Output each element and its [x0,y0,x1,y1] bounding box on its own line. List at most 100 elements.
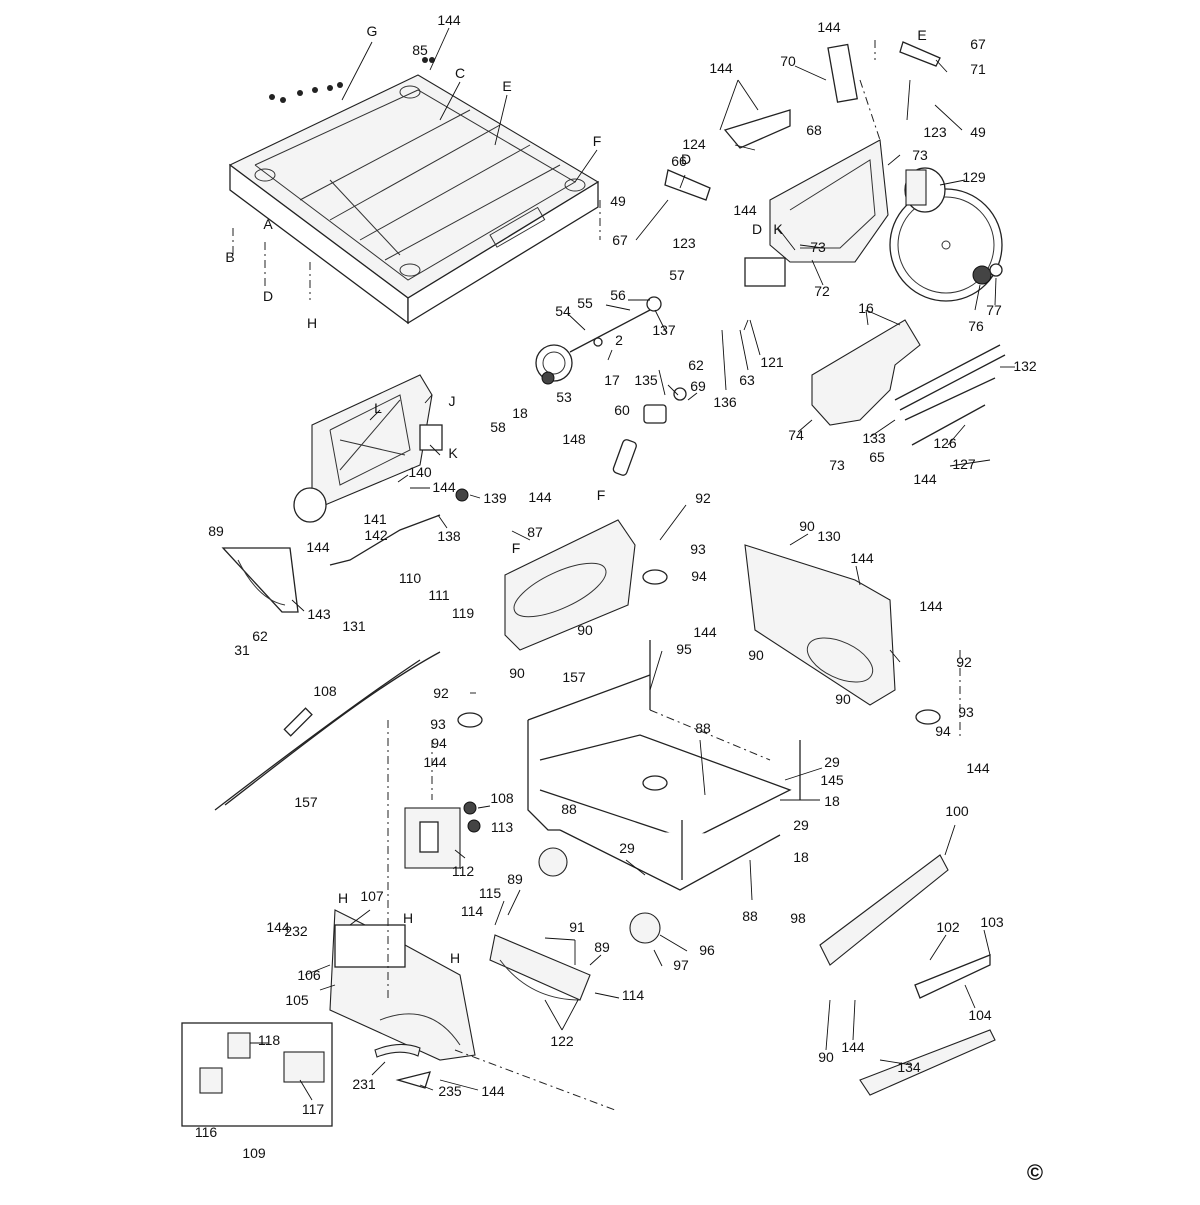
part-number-label: 144 [693,624,717,640]
part-number-label: 92 [433,685,449,701]
letter-label: B [225,249,234,265]
part-number-label: 65 [869,449,885,465]
letter-label: J [449,393,456,409]
part-number-label: 89 [507,871,523,887]
part-number-label: 94 [935,723,951,739]
letter-label: K [773,221,783,237]
part-number-label: 123 [923,124,947,140]
part-number-label: 90 [799,518,815,534]
part-number-label: 114 [461,903,484,919]
front-panel-part [504,519,636,651]
part-number-label: 77 [986,302,1002,318]
part-number-label: 144 [733,202,757,218]
part-number-label: 124 [682,136,706,152]
part-number-label: 110 [399,570,422,586]
part-number-label: 88 [742,908,758,924]
letter-label: L [374,400,382,416]
part-number-label: 138 [437,528,461,544]
part-number-label: 90 [835,691,851,707]
part-number-label: 127 [952,456,976,472]
letter-label: H [450,950,460,966]
part-number-label: 144 [817,19,841,35]
part-number-label: 122 [550,1033,574,1049]
part-number-label: 17 [604,372,620,388]
part-number-label: 112 [452,863,475,879]
part-number-label: 141 [363,511,387,527]
part-number-label: 49 [970,124,986,140]
part-number-label: 85 [412,42,428,58]
letter-label: E [917,27,926,43]
part-number-label: 18 [824,793,840,809]
letter-label: F [512,540,521,556]
part-number-label: 93 [958,704,974,720]
part-number-label: 144 [481,1083,505,1099]
part-number-label: 56 [610,287,626,303]
letter-label: F [593,133,602,149]
part-number-label: 60 [614,402,630,418]
part-number-label: 93 [690,541,706,557]
part-number-label: 88 [561,801,577,817]
letter-label: D [681,151,691,167]
part-number-label: 16 [858,300,874,316]
part-number-label: 108 [490,790,514,806]
part-number-label: 148 [562,431,586,447]
part-number-label: 88 [695,720,711,736]
part-number-label: 73 [912,147,928,163]
part-number-label: 144 [306,539,330,555]
letter-label: C [455,65,465,81]
part-number-label: 69 [690,378,706,394]
part-number-label: 18 [512,405,528,421]
letter-label: F [597,487,606,503]
part-number-label: 113 [491,819,514,835]
part-number-label: 130 [817,528,841,544]
saw-blade-part [889,167,1003,302]
part-number-label: 29 [824,754,840,770]
part-number-label: 144 [266,919,290,935]
part-number-label: 54 [555,303,571,319]
part-number-label: 95 [676,641,692,657]
cord-part [214,651,441,811]
leader-lines [250,27,1015,1101]
part-number-label: 92 [695,490,711,506]
part-number-label: 90 [577,622,593,638]
part-number-label: 67 [970,36,986,52]
part-number-label: 137 [652,322,676,338]
base-frame-part [228,74,600,325]
part-number-label: 90 [509,665,525,681]
trunnion-part [293,374,443,523]
part-number-label: 71 [970,61,986,77]
part-number-label: 91 [569,919,585,935]
part-number-label: 123 [672,235,696,251]
part-number-label: 133 [862,430,886,446]
part-number-label: 144 [966,760,990,776]
rear-panel-part [744,544,896,706]
motor-carriage-part [664,41,941,287]
copyright-symbol: © [1027,1160,1043,1185]
part-number-label: 29 [793,817,809,833]
part-number-label: 235 [438,1083,462,1099]
bevel-lock-handle-part [612,387,687,476]
letter-label: E [502,78,511,94]
letter-label: D [263,288,273,304]
part-number-label: 73 [829,457,845,473]
part-number-label: 106 [297,967,321,983]
part-number-label: 134 [897,1059,921,1075]
part-number-label: 29 [619,840,635,856]
part-number-label: 157 [294,794,318,810]
part-number-label: 118 [258,1032,281,1048]
part-number-label: 94 [691,568,707,584]
part-number-label: 18 [793,849,809,865]
part-number-label: 92 [956,654,972,670]
part-number-label: 135 [634,372,658,388]
part-number-label: 145 [820,772,844,788]
letter-label: H [338,890,348,906]
part-number-label: 96 [699,942,715,958]
part-number-label: 70 [780,53,796,69]
part-number-label: 109 [242,1145,266,1161]
part-number-label: 131 [342,618,366,634]
part-number-label: 98 [790,910,806,926]
part-number-label: 231 [352,1076,376,1092]
belt-cover-part [489,934,591,1001]
